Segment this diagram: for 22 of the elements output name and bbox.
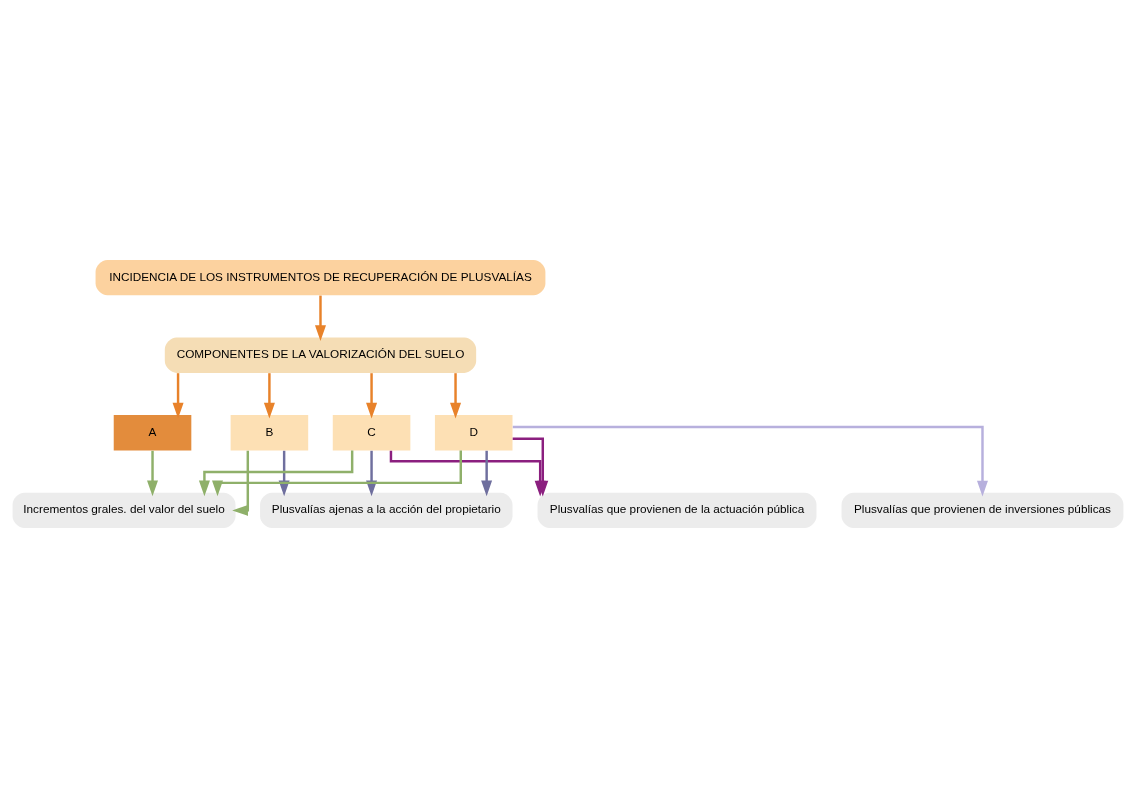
arrow <box>263 372 275 419</box>
node-box: A <box>113 414 192 450</box>
node-box: Plusvalías que provienen de la actuación pública <box>537 492 817 528</box>
node-box: B <box>230 414 309 450</box>
node-box: D <box>434 414 513 450</box>
arrow <box>147 450 159 496</box>
arrow <box>212 450 462 496</box>
node-box: INCIDENCIA DE LOS INSTRUMENTOS DE RECUPERACIÓN DE PLUSVALÍAS <box>95 259 546 295</box>
arrow <box>198 450 354 496</box>
arrow <box>366 372 378 419</box>
node-box: Plusvalías ajenas a la acción del propietario <box>260 492 513 528</box>
node-box: C <box>332 414 411 450</box>
arrow <box>450 372 462 419</box>
arrow <box>278 450 290 496</box>
node-box: COMPONENTES DE LA VALORIZACIÓN DEL SUELO <box>164 337 477 373</box>
arrow <box>232 450 250 516</box>
arrow <box>366 450 378 496</box>
arrow <box>172 372 184 419</box>
arrow <box>314 295 326 341</box>
node-box: Incrementos grales. del valor del suelo <box>12 492 236 528</box>
arrow <box>481 450 493 496</box>
node-box: Plusvalías que provienen de inversiones públicas <box>841 492 1124 528</box>
